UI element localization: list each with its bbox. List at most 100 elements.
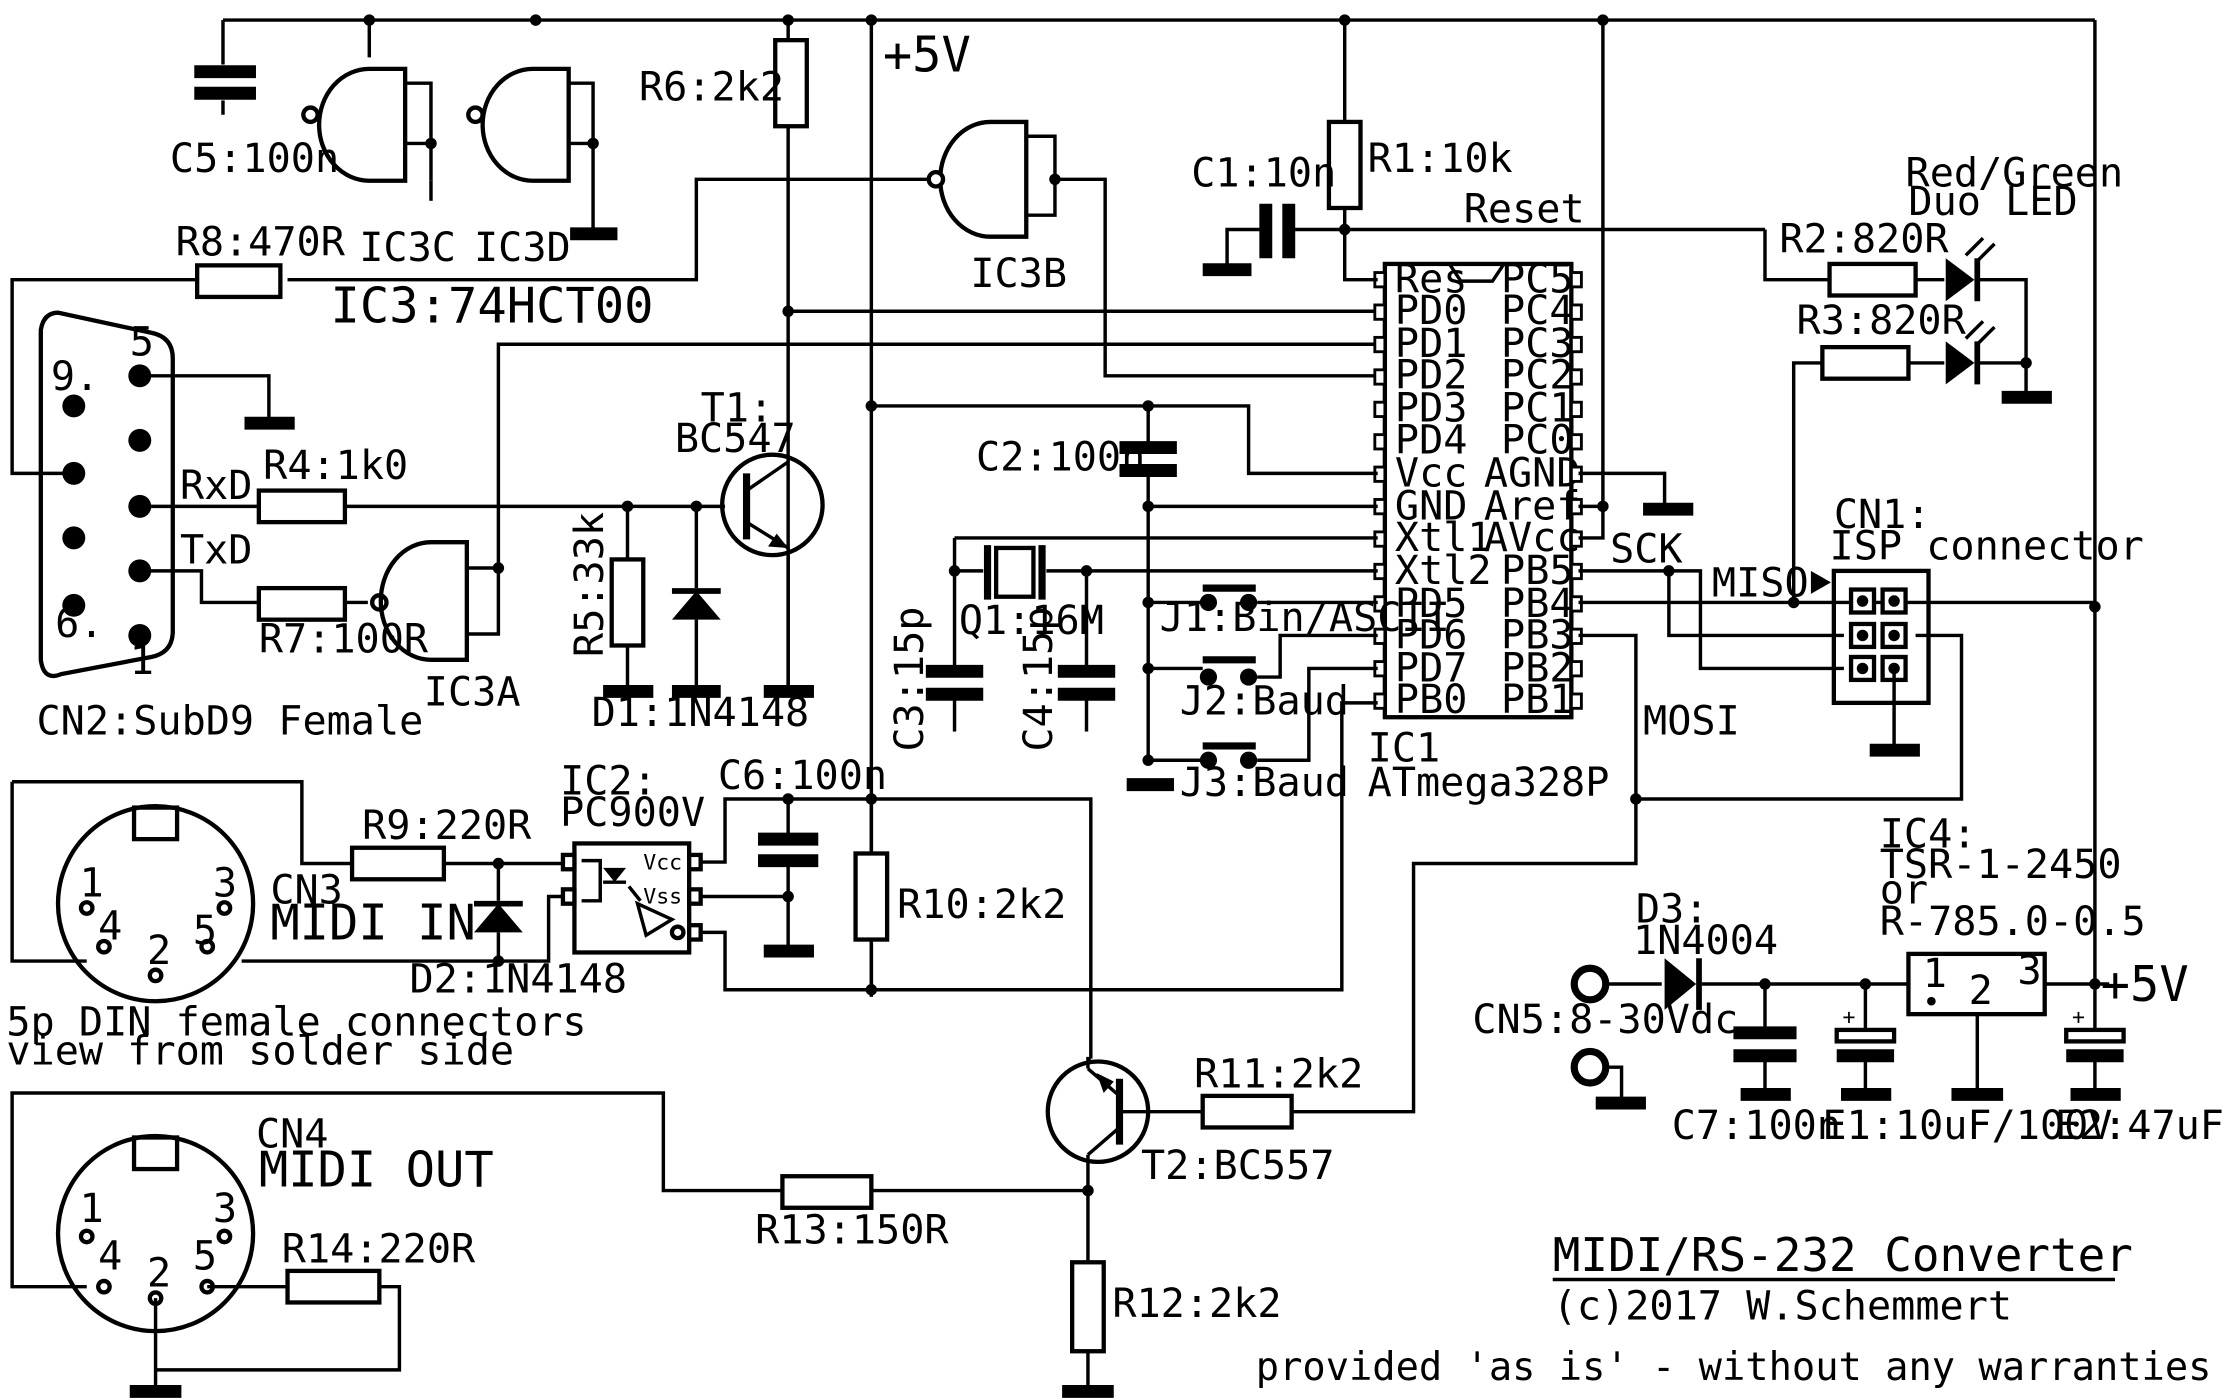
c4-label: C4:15p	[1016, 607, 1062, 752]
svg-text:+: +	[2072, 1005, 2085, 1030]
capacitor-c3: C3:15p	[887, 607, 984, 752]
cn4-ref: CN4	[256, 1112, 329, 1158]
din-note-2: view from solder side	[6, 1028, 514, 1074]
ic2-pin-vss: Vss	[643, 885, 682, 910]
cn3-pin3: 3	[213, 861, 237, 907]
cn2-pin9: 9.	[51, 354, 99, 400]
ic1-pin-pb3: PB3	[1501, 612, 1574, 658]
r8-label: R8:470R	[176, 219, 346, 265]
t1-part: BC547	[675, 416, 796, 462]
resistor-r12: R12:2k2	[1062, 1260, 1282, 1398]
r5-label: R5:33k	[567, 512, 613, 657]
cn3-ref: CN3	[270, 868, 343, 914]
jumper-j1: J1:Bin/ASCII	[1148, 584, 1450, 641]
ic3b-label: IC3B	[970, 251, 1067, 297]
e1-label: E1:10uF/100V	[1822, 1103, 2112, 1149]
ic2-ref: IC2:	[560, 759, 657, 805]
ic1-pin-vcc: Vcc	[1395, 450, 1468, 496]
cn2-pin1: 1	[130, 638, 154, 684]
transistor-t1: T1: BC547	[675, 386, 825, 698]
ic4-ref: IC4:	[1880, 812, 1977, 858]
ic1-pin-aref: Aref	[1484, 483, 1581, 529]
cn4-name: MIDI OUT	[259, 1141, 494, 1198]
din-note: 5p DIN female connectors view from solde…	[6, 1000, 586, 1075]
ic4-pin1: 1	[1923, 951, 1947, 997]
ic1-pin-stub	[1569, 303, 1583, 321]
j1-label: J1:Bin/ASCII	[1160, 595, 1450, 641]
capacitor-e2: + E2:47uF	[2055, 989, 2224, 1149]
ic1-pin-pd1: PD1	[1395, 321, 1468, 367]
r11-label: R11:2k2	[1194, 1051, 1363, 1097]
gate-ic3d: IC3D	[429, 66, 618, 271]
t1-ref: T1:	[701, 386, 774, 432]
ic4-alt: R-785.0-0.5	[1880, 899, 2146, 945]
resistor-r10: R10:2k2	[853, 798, 1066, 990]
resistor-r4: RxD R4:1k0	[139, 443, 726, 525]
copyright: (c)2017 W.Schemmert	[1553, 1284, 2012, 1330]
title-block: MIDI/RS-232 Converter (c)2017 W.Schemmer…	[1256, 1228, 2212, 1390]
r13-label: R13:150R	[755, 1208, 949, 1254]
ic1-pin-gnd: GND	[1395, 483, 1468, 529]
ic1-pin-pd3: PD3	[1395, 386, 1468, 432]
c7-label: C7:100n	[1672, 1103, 1841, 1149]
ic1-pin-stub	[1373, 400, 1387, 418]
capacitor-c2: C2:100n	[871, 400, 1378, 766]
ic1-pin-pb4: PB4	[1501, 581, 1574, 627]
din-note-1: 5p DIN female connectors	[6, 1000, 586, 1046]
ic1-pin-xtl1: Xtl1	[1395, 515, 1492, 561]
ic1-pin-stubs	[1373, 271, 1583, 710]
ic1-pin-stub	[1569, 692, 1583, 710]
j3-label: J3:Baud	[1180, 760, 1349, 806]
ic2-pin-vcc: Vcc	[643, 850, 682, 875]
r7-label: R7:100R	[259, 617, 429, 663]
t2-label: T2:BC557	[1141, 1143, 1334, 1189]
isp-nets: SCK MISO MOSI	[1291, 526, 2095, 1114]
ic1-pin-stub	[1569, 660, 1583, 678]
ic1-pin-pd5: PD5	[1395, 581, 1468, 627]
cn4-pin4: 4	[98, 1233, 122, 1279]
sck-label: SCK	[1610, 526, 1683, 572]
ic1-pin-stub	[1373, 335, 1387, 354]
r14-label: R14:220R	[282, 1226, 476, 1272]
r9-label: R9:220R	[362, 803, 532, 849]
ic1-pin-pc0: PC0	[1501, 417, 1574, 463]
ic1-pin-pb2: PB2	[1501, 645, 1574, 691]
ic4-or: or	[1880, 868, 1928, 914]
resistor-r14: R14:220R	[282, 1226, 476, 1305]
ic1-part: ATmega328P	[1368, 760, 1610, 806]
c5-label: C5:100n	[170, 136, 339, 182]
gate-ic3c: IC3C	[301, 20, 456, 271]
cn3-pin5: 5	[193, 908, 217, 954]
diode-d2: D2:1N4148	[241, 863, 627, 1003]
ic1-pin-pb5: PB5	[1501, 548, 1574, 594]
jumper-j3: J3:Baud	[1126, 666, 1378, 806]
gate-ic3b: IC3B	[287, 119, 1378, 378]
resistor-r6: R6:2k2	[639, 20, 809, 689]
ic1-ref: IC1	[1368, 726, 1441, 772]
cn4-pin3: 3	[213, 1186, 237, 1232]
ic1-pin-pc1: PC1	[1501, 386, 1574, 432]
ic-ic1: Res PD0 PD1 PD2 PD3 PD4 Vcc GND Xtl1 Xtl…	[1368, 257, 1610, 806]
capacitor-c1: C1:10n	[1191, 150, 1345, 277]
cn2-label: CN2:SubD9 Female	[37, 698, 424, 744]
ic1-analog-nets	[1578, 20, 1694, 540]
capacitor-c5: C5:100n	[170, 65, 339, 182]
resistor-r11: R11:2k2	[1194, 1051, 1363, 1130]
cn2-pin5: 5	[130, 320, 154, 366]
transistor-t2: T2:BC557	[1045, 1056, 1334, 1263]
c1-label: C1:10n	[1191, 150, 1336, 196]
ic1-pin-stub	[1373, 303, 1387, 321]
cn3-name: MIDI IN	[270, 895, 476, 952]
r3-label: R3:820R	[1797, 298, 1967, 344]
r10-label: R10:2k2	[897, 882, 1066, 928]
ic1-pin-pb0: PB0	[1395, 677, 1468, 723]
ic1-pin-pd4: PD4	[1395, 417, 1468, 463]
cn4-pin5: 5	[193, 1233, 217, 1279]
cn4-pin1: 1	[80, 1186, 104, 1232]
ic3-label: IC3:74HCT00	[331, 278, 654, 335]
resistor-r1: R1:10k Reset	[1326, 20, 1765, 282]
ic1-pin-pc3: PC3	[1501, 321, 1574, 367]
cn1-name: ISP connector	[1830, 523, 2144, 569]
ic1-pin-stub	[1569, 433, 1583, 451]
ic1-pin-pd0: PD0	[1395, 288, 1468, 334]
